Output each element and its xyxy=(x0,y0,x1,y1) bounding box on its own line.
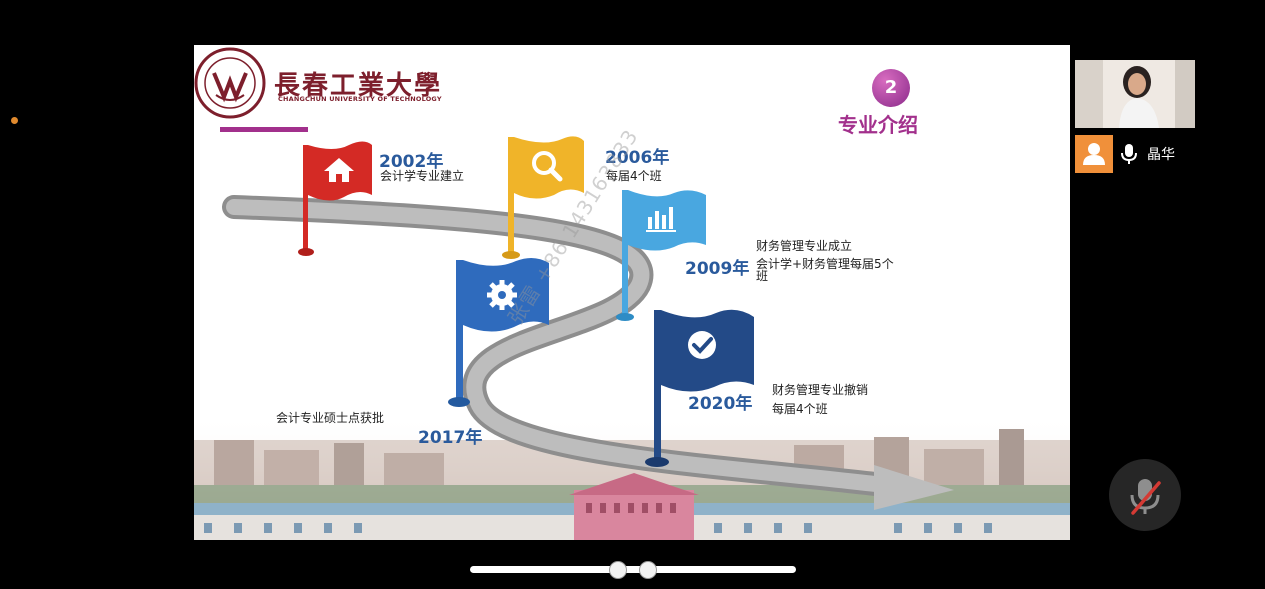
slide-graphics xyxy=(194,47,1070,540)
section-number-badge: 2 xyxy=(872,69,910,107)
desc-line: 会计学+财务管理每届5个 xyxy=(756,257,894,271)
milestone-year-2009: 2009年 xyxy=(685,259,750,279)
milestone-desc-2020: 财务管理专业撤销 每届4个班 xyxy=(772,383,868,417)
progress-thumb-right[interactable] xyxy=(639,561,657,579)
milestone-desc-2006: 每届4个班 xyxy=(606,169,662,184)
desc-line: 班 xyxy=(756,269,769,283)
slide-progress-track[interactable] xyxy=(470,566,796,573)
home-icon xyxy=(324,158,354,182)
mic-muted-icon xyxy=(1130,479,1161,515)
progress-thumb-left[interactable] xyxy=(609,561,627,579)
desc-line: 财务管理专业撤销 xyxy=(772,383,869,397)
flag-2006 xyxy=(502,136,584,259)
flag-2020 xyxy=(645,309,754,467)
campus-background xyxy=(194,415,1070,540)
participant-name: 晶华 xyxy=(1147,147,1175,163)
flag-2002 xyxy=(298,141,372,256)
milestone-year-2020: 2020年 xyxy=(688,394,753,414)
gear-icon xyxy=(487,280,517,310)
participant-video[interactable] xyxy=(1075,60,1195,128)
microphone-icon xyxy=(1120,143,1138,169)
timeline-road xyxy=(222,195,954,510)
video-person-image xyxy=(1075,60,1195,128)
check-icon xyxy=(688,331,716,359)
desc-line: 财务管理专业成立 xyxy=(756,239,853,253)
university-name-en: CHANGCHUN UNIVERSITY OF TECHNOLOGY xyxy=(278,95,442,103)
desc-line: 每届4个班 xyxy=(772,402,828,416)
side-indicator-dot xyxy=(11,117,18,124)
header-underline xyxy=(220,127,308,132)
milestone-desc-2017: 会计专业硕士点获批 xyxy=(276,411,384,426)
presentation-slide: 長春工業大學 CHANGCHUN UNIVERSITY OF TECHNOLOG… xyxy=(194,45,1070,540)
milestone-year-2002: 2002年 xyxy=(379,152,444,172)
desc-line: 会计专业硕士点获批 xyxy=(276,411,385,425)
bar-chart-icon xyxy=(646,207,676,232)
flag-2017 xyxy=(448,257,549,407)
university-logo xyxy=(194,47,266,119)
desc-line: 每届4个班 xyxy=(606,169,662,183)
flag-2009 xyxy=(616,190,706,321)
search-icon xyxy=(532,151,563,182)
milestone-year-2006: 2006年 xyxy=(605,148,670,168)
desc-line: 会计学专业建立 xyxy=(380,169,465,183)
milestone-desc-2009: 财务管理专业成立 会计学+财务管理每届5个 班 xyxy=(756,239,916,282)
university-name-cn: 長春工業大學 xyxy=(274,71,443,101)
mute-button[interactable] xyxy=(1109,459,1181,531)
section-title: 专业介绍 xyxy=(838,113,918,137)
user-icon xyxy=(1083,143,1105,165)
participant-avatar[interactable] xyxy=(1075,135,1113,173)
milestone-desc-2002: 会计学专业建立 xyxy=(380,169,464,184)
milestone-year-2017: 2017年 xyxy=(418,428,483,448)
